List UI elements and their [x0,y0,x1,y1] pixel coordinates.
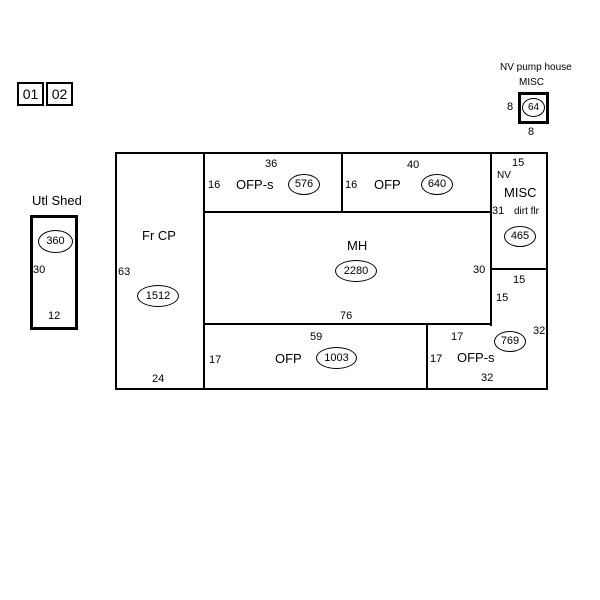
area-ellipse-mh: 2280 [335,260,377,282]
utl-shed-dim-bottom: 12 [48,310,61,322]
wall-ofp-ofps-divider [426,324,428,390]
wall-mh-bottom [203,323,492,325]
dim-mh-right: 30 [473,264,486,276]
dim-misc-top: 15 [512,157,525,169]
utl-shed-dim-left: 30 [33,264,46,276]
page-tab-01[interactable]: 01 [17,82,44,106]
utl-shed-area-ellipse: 360 [38,230,73,253]
dim-ofps-bottom-top: 17 [451,331,464,343]
pump-house-type-label: MISC [519,77,544,88]
utl-shed-title: Utl Shed [32,193,82,208]
page-tab-02[interactable]: 02 [46,82,73,106]
area-ellipse-ofps-top: 576 [288,174,320,195]
wall-ofps-ofp-divider [341,152,343,213]
wall-frcp-right [203,152,205,390]
section-label-frcp: Fr CP [142,228,176,243]
dim-ofps-top-left: 16 [208,179,221,191]
area-ellipse-ofp-bottom: 1003 [316,347,357,369]
wall-toprow-bottom [203,211,492,213]
section-label-mh: MH [347,238,368,253]
pump-house-dim-left: 8 [507,101,514,113]
pump-house-title: NV pump house [500,62,572,73]
dim-frcp-bottom: 24 [152,373,165,385]
section-label-ofps-bottom: OFP-s [457,350,495,365]
dim-frcp-left: 63 [118,266,131,278]
area-ellipse-ofp-top: 640 [421,174,453,195]
dim-misc-left: 31 [492,205,505,217]
dim-mh-bottom: 76 [340,310,353,322]
dim-ofp-bottom-width: 59 [310,331,323,343]
section-label-ofp-bottom: OFP [275,351,302,366]
pump-house-dim-bottom: 8 [528,126,535,138]
section-label-ofp-top: OFP [374,177,401,192]
dim-ofps-bottom-right: 32 [533,325,546,337]
section-label-misc: MISC [504,185,537,200]
misc-floor-note: dirt flr [514,206,539,217]
pump-house-area-ellipse: 64 [522,98,545,117]
wall-misc-bottom [490,268,548,270]
dim-right-wing-top: 15 [513,274,526,286]
dim-ofps-bottom-left: 17 [430,353,443,365]
building-outline [115,152,548,390]
dim-ofp-bottom-left: 17 [209,354,222,366]
area-ellipse-ofps-bottom: 769 [494,331,526,352]
area-ellipse-frcp: 1512 [137,285,179,307]
wall-misc-left [490,152,492,326]
misc-nv-note: NV [497,170,511,181]
dim-right-wing-left: 15 [496,292,509,304]
dim-ofps-top-width: 36 [265,158,278,170]
dim-ofp-top-left: 16 [345,179,358,191]
section-label-ofps-top: OFP-s [236,177,274,192]
area-ellipse-misc: 465 [504,226,536,247]
dim-ofps-bottom-bottom: 32 [481,372,494,384]
dim-ofp-top-width: 40 [407,159,420,171]
